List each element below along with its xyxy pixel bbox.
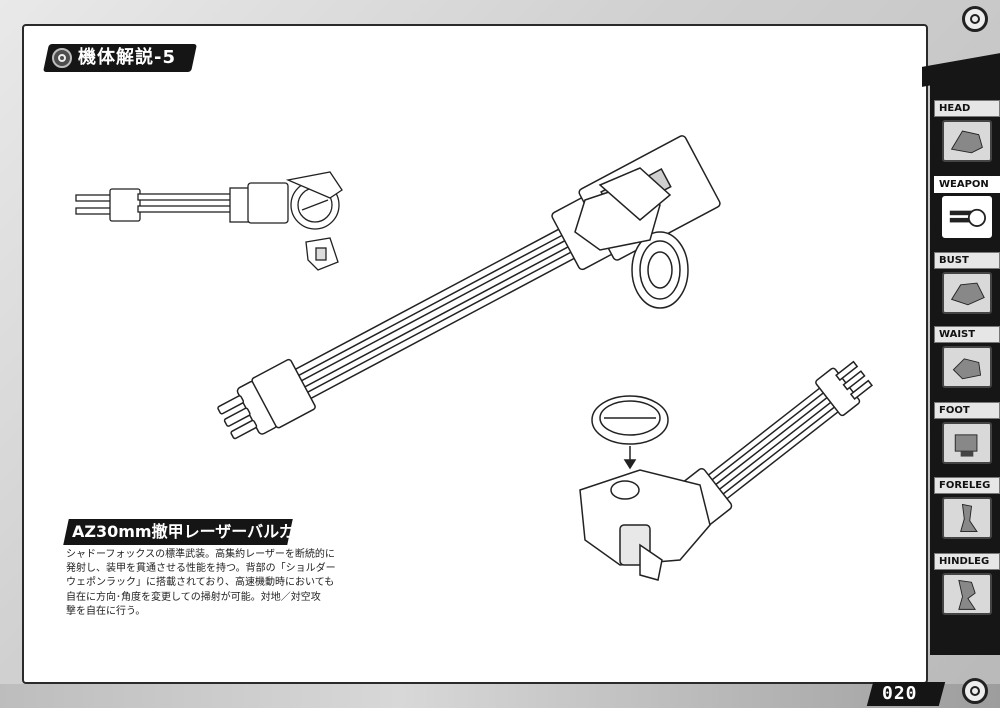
side-view-vulcan [75, 171, 343, 271]
rotated-vulcan [579, 360, 874, 581]
caption-title: AZ30mm撤甲レーザーバルカン [72, 522, 311, 541]
sidebar-item-foreleg[interactable]: FORELEG [934, 477, 1000, 543]
waist-icon [942, 346, 992, 388]
bust-icon [942, 272, 992, 314]
main-vulcan [217, 135, 721, 440]
weapon-icon [942, 196, 992, 238]
bottom-strip [0, 684, 1000, 708]
caption-line: ウェポンラック」に搭載されており、高速機動時においても [66, 577, 335, 589]
sidebar-item-foot[interactable]: FOOT [934, 402, 1000, 468]
sidebar-item-label: BUST [934, 252, 1000, 269]
hindleg-icon [942, 573, 992, 615]
corner-logo-icon [962, 6, 988, 32]
sidebar-item-label: FOOT [934, 402, 1000, 419]
foreleg-icon [942, 497, 992, 539]
page-number: 020 [882, 683, 918, 704]
sidebar-item-hindleg[interactable]: HINDLEG [934, 553, 1000, 619]
caption-line: 発射し、装甲を貫通させる性能を持つ。背部の「ショルダー [66, 563, 336, 575]
caption-body: シャドーフォックスの標準武装。高集約レーザーを断続的に 発射し、装甲を貫通させる… [66, 548, 336, 619]
sidebar-item-label: HEAD [934, 100, 1000, 117]
corner-logo-icon [962, 678, 988, 704]
foot-icon [942, 422, 992, 464]
sidebar-item-label: FORELEG [934, 477, 1000, 494]
sidebar-item-label: HINDLEG [934, 553, 1000, 570]
sidebar-item-label: WAIST [934, 326, 1000, 343]
sidebar-item-bust[interactable]: BUST [934, 252, 1000, 318]
head-icon [942, 120, 992, 162]
caption-line: 自在に方向･角度を変更しての掃射が可能。対地／対空攻 [66, 591, 321, 603]
caption-line: シャドーフォックスの標準武装。高集約レーザーを断続的に [66, 549, 335, 560]
content-panel [22, 24, 928, 684]
sidebar-item-waist[interactable]: WAIST [934, 326, 1000, 392]
sidebar-item-weapon[interactable]: WEAPON [934, 176, 1000, 242]
sidebar-item-label: WEAPON [934, 176, 1000, 193]
sidebar-item-head[interactable]: HEAD [934, 100, 1000, 166]
title-emblem-icon [52, 48, 72, 68]
page-title: 機体解説-5 [78, 47, 176, 68]
caption-line: 撃を自在に行う。 [66, 605, 146, 617]
